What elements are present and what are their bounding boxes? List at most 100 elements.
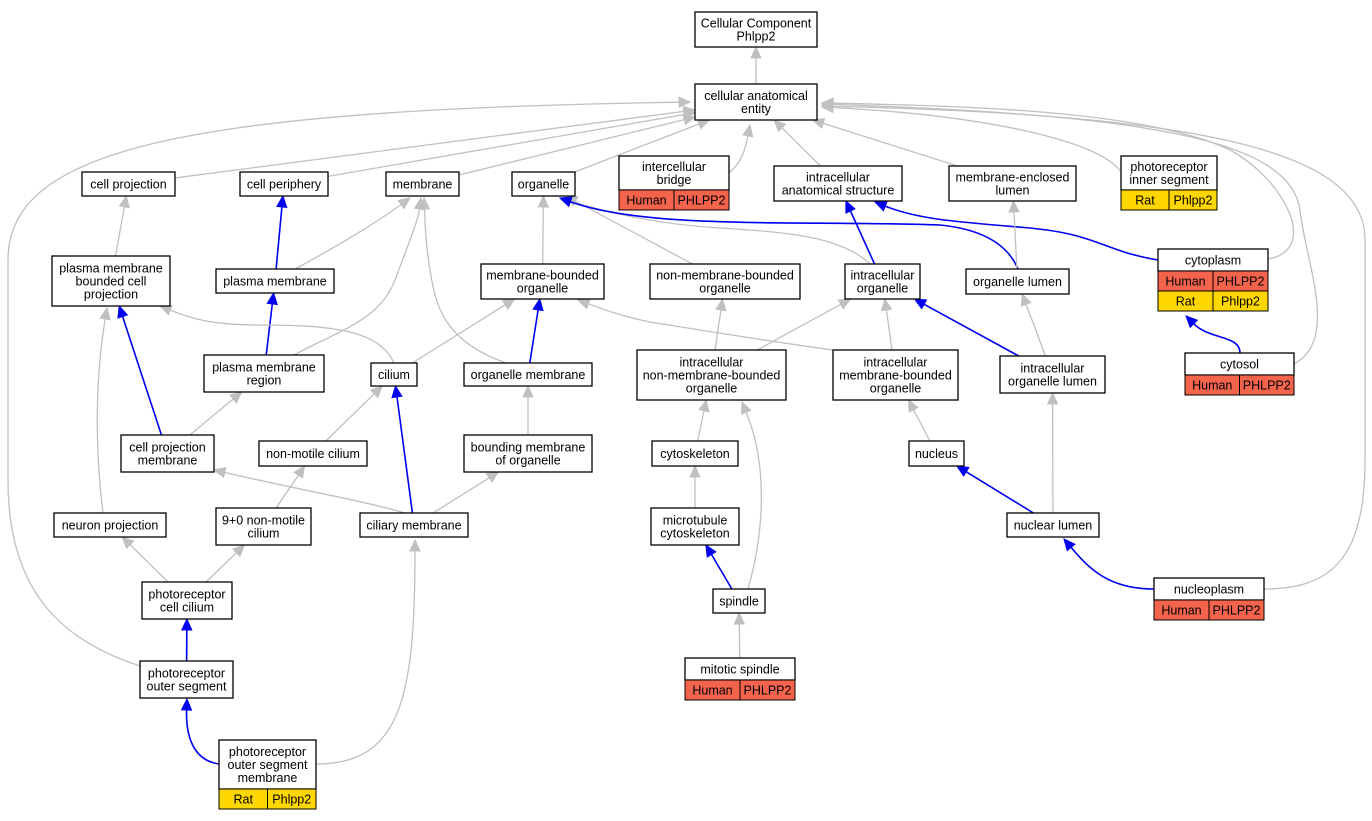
edge-line [174,110,685,179]
node-label-line: inner segment [1129,173,1209,187]
node-ciliarym[interactable]: ciliary membrane [359,512,469,538]
edge-membrane-to-cae [458,114,697,176]
node-label-line: bounding membrane [471,440,586,454]
node-pm[interactable]: plasma membrane [215,268,335,294]
rat-cell-label: Phlpp2 [272,792,311,806]
edge-arrowhead [820,100,834,113]
node-cytoskel[interactable]: cytoskeleton [651,440,739,467]
node-label-line: plasma membrane [212,360,316,374]
edge-line [710,554,733,590]
node-label-line: organelle [517,281,568,295]
edge-arrowhead [696,118,711,130]
edge-arrowhead [266,291,278,306]
rat-cell-label: Rat [1135,193,1155,207]
edge-line [588,303,834,351]
edge-iol-to-io [913,298,1020,357]
edge-line [396,396,414,514]
human-cell-label: Human [692,683,732,697]
node-organelle[interactable]: organelle [511,171,576,197]
node-cilium[interactable]: cilium [370,362,418,387]
rat-cell [267,788,317,810]
node-label-line: intercellular [642,160,706,174]
node-nmc[interactable]: non-motile cilium [258,440,368,467]
node-label-line: Cellular Component [701,16,812,30]
edge-arrowhead [485,471,500,484]
node-label-line: membrane [393,177,453,191]
node-cellper[interactable]: cell periphery [239,171,329,197]
edge-line [189,398,234,436]
edge-pros-to-cae [7,96,692,667]
edge-arrowhead [293,465,306,479]
node-box [359,512,469,538]
node-label-line: cell periphery [247,177,322,191]
edge-arrowhead [532,297,544,312]
node-neuproj[interactable]: neuron projection [53,512,167,538]
edge-line [529,309,539,364]
node-inmbo[interactable]: intracellularnon-membrane-boundedorganel… [636,349,787,401]
edge-cellproj-to-cae [174,105,697,179]
edge-arrowhead [1063,538,1076,552]
rat-cell-label: Rat [234,792,254,806]
node-spindle[interactable]: spindle [712,588,766,614]
node-label-line: cell projection [90,177,166,191]
edge-prcc-to-nmc90 [205,544,246,583]
edge-arrowhead [678,96,692,108]
node-nlumen[interactable]: nuclear lumen [1006,512,1100,538]
node-label-line: bounded cell [76,274,147,288]
node-label-line: organelle [686,381,737,395]
node-nucleus[interactable]: nucleus [908,440,965,467]
edge-cytosol-to-cae [820,98,1318,365]
human-cell-label: PHLPP2 [1213,603,1261,617]
edge-arrowhead [705,543,717,558]
node-omem[interactable]: organelle membrane [463,362,593,387]
node-box [1006,512,1100,538]
node-label-line: of organelle [495,453,560,467]
edge-nucleoplasm-to-nlumen [1063,538,1155,590]
node-olumen[interactable]: organelle lumen [965,268,1070,295]
node-cellproj[interactable]: cell projection [81,171,176,197]
node-box [81,171,176,197]
edge-arrowhead [397,197,411,210]
edge-spindle-to-mtcs [705,543,733,590]
node-box [258,440,368,467]
edge-arrowhead [689,464,701,478]
node-box [999,355,1106,394]
edge-line [714,309,722,351]
edge-pm-to-cellper [275,194,288,270]
node-label-line: non-membrane-bounded [643,368,781,382]
node-box [712,588,766,614]
edge-arrowhead [955,465,970,477]
node-label-line: photoreceptor [148,587,225,601]
edge-arrowhead [117,304,129,319]
node-box [120,434,215,473]
node-label-line: photoreceptor [1130,160,1207,174]
node-label-line: entity [741,102,772,116]
edge-neuproj-to-pmbcp [96,306,111,514]
edge-line [574,123,700,173]
node-membrane[interactable]: membrane [385,171,460,197]
